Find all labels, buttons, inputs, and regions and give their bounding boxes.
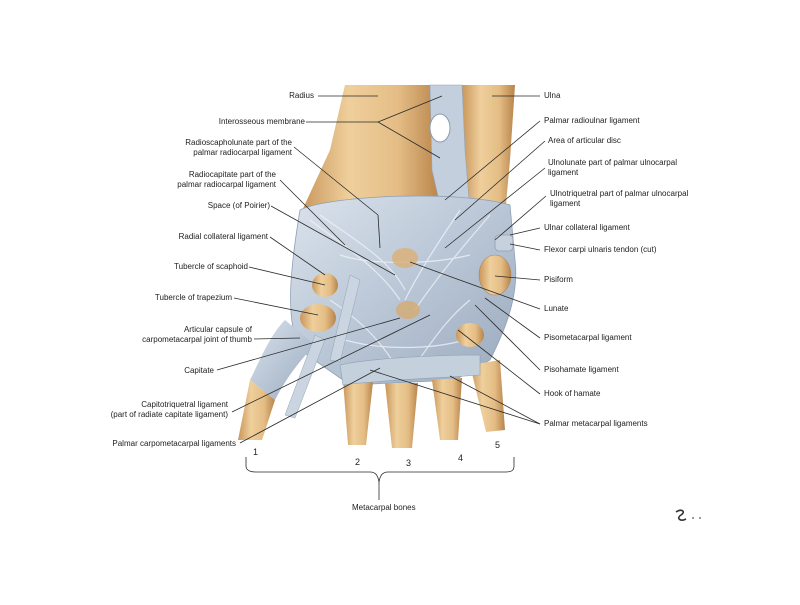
label-capsule-1: Articular capsule of bbox=[183, 325, 252, 334]
space-of-poirier bbox=[392, 248, 418, 268]
label-radioscapholunate-1: Radioscapholunate part of the bbox=[185, 138, 292, 147]
ulna-bone bbox=[462, 85, 515, 215]
metacarpal-3 bbox=[385, 383, 418, 448]
label-radial-collateral: Radial collateral ligament bbox=[178, 232, 268, 241]
membrane-opening bbox=[429, 113, 451, 143]
label-ulnar-collateral: Ulnar collateral ligament bbox=[544, 223, 630, 232]
label-palmar-cmc: Palmar carpometacarpal ligaments bbox=[112, 439, 236, 448]
label-articular-disc: Area of articular disc bbox=[548, 136, 621, 145]
label-lunate: Lunate bbox=[544, 304, 569, 313]
metacarpal-4 bbox=[432, 378, 462, 440]
label-radiocapitate-2: palmar radiocarpal ligament bbox=[177, 180, 276, 189]
ligament-fibres bbox=[309, 209, 491, 366]
radius-bone bbox=[300, 85, 440, 215]
capitate-bone bbox=[396, 301, 420, 319]
metacarpal-2 bbox=[343, 380, 373, 445]
watermark-mark bbox=[675, 509, 701, 521]
leader-lines-right bbox=[369, 95, 547, 425]
label-palmar-metacarpal: Palmar metacarpal ligaments bbox=[544, 419, 648, 428]
label-capitotriquetral-1: Capitotriquetral ligament bbox=[141, 400, 228, 409]
label-capitate: Capitate bbox=[184, 366, 214, 375]
label-interosseous-membrane: Interosseous membrane bbox=[218, 117, 305, 126]
label-pisometacarpal: Pisometacarpal ligament bbox=[544, 333, 632, 342]
label-tubercle-scaphoid: Tubercle of scaphoid bbox=[174, 262, 248, 271]
label-hook-of-hamate: Hook of hamate bbox=[544, 389, 601, 398]
metacarpal-number-4: 4 bbox=[458, 453, 464, 463]
metacarpal-number-2: 2 bbox=[355, 457, 361, 467]
label-space-of-poirier: Space (of Poirier) bbox=[207, 201, 270, 210]
thumb-capsule bbox=[250, 320, 315, 400]
leader-lines-left bbox=[216, 95, 443, 444]
label-ulna: Ulna bbox=[544, 91, 561, 100]
metacarpal-number-3: 3 bbox=[406, 458, 412, 468]
label-radiocapitate-1: Radiocapitate part of the bbox=[188, 170, 276, 179]
label-ulnotriquetral-2: ligament bbox=[550, 199, 581, 208]
radial-tendons bbox=[329, 274, 361, 363]
metacarpal-number-5: 5 bbox=[495, 440, 501, 450]
label-radius: Radius bbox=[289, 91, 314, 100]
fcu-tendon-cut bbox=[494, 234, 514, 252]
tubercle-of-trapezium bbox=[300, 304, 336, 332]
label-ulnolunate-2: ligament bbox=[548, 168, 579, 177]
metacarpal-bracket bbox=[245, 457, 515, 483]
label-capitotriquetral-2: (part of radiate capitate ligament) bbox=[110, 410, 228, 419]
pisiform-bone bbox=[478, 254, 512, 296]
metacarpal-number-1: 1 bbox=[253, 447, 259, 457]
hook-of-hamate bbox=[456, 323, 484, 347]
label-radioscapholunate-2: palmar radiocarpal ligament bbox=[193, 148, 292, 157]
label-ulnolunate-1: Ulnolunate part of palmar ulnocarpal bbox=[548, 158, 677, 167]
palmar-cmc-band bbox=[339, 354, 481, 386]
label-palmar-radioulnar: Palmar radioulnar ligament bbox=[544, 116, 640, 125]
label-fcu-tendon: Flexor carpi ulnaris tendon (cut) bbox=[544, 245, 657, 254]
label-capsule-2: carpometacarpal joint of thumb bbox=[142, 335, 252, 344]
label-pisiform: Pisiform bbox=[544, 275, 573, 284]
label-tubercle-trapezium: Tubercle of trapezium bbox=[154, 293, 232, 302]
label-metacarpal-bones: Metacarpal bones bbox=[352, 503, 416, 512]
label-ulnotriquetral-1: Ulnotriquetral part of palmar ulnocarpal bbox=[550, 189, 689, 198]
metacarpal-1 bbox=[238, 380, 275, 440]
label-pisohamate: Pisohamate ligament bbox=[544, 365, 619, 374]
